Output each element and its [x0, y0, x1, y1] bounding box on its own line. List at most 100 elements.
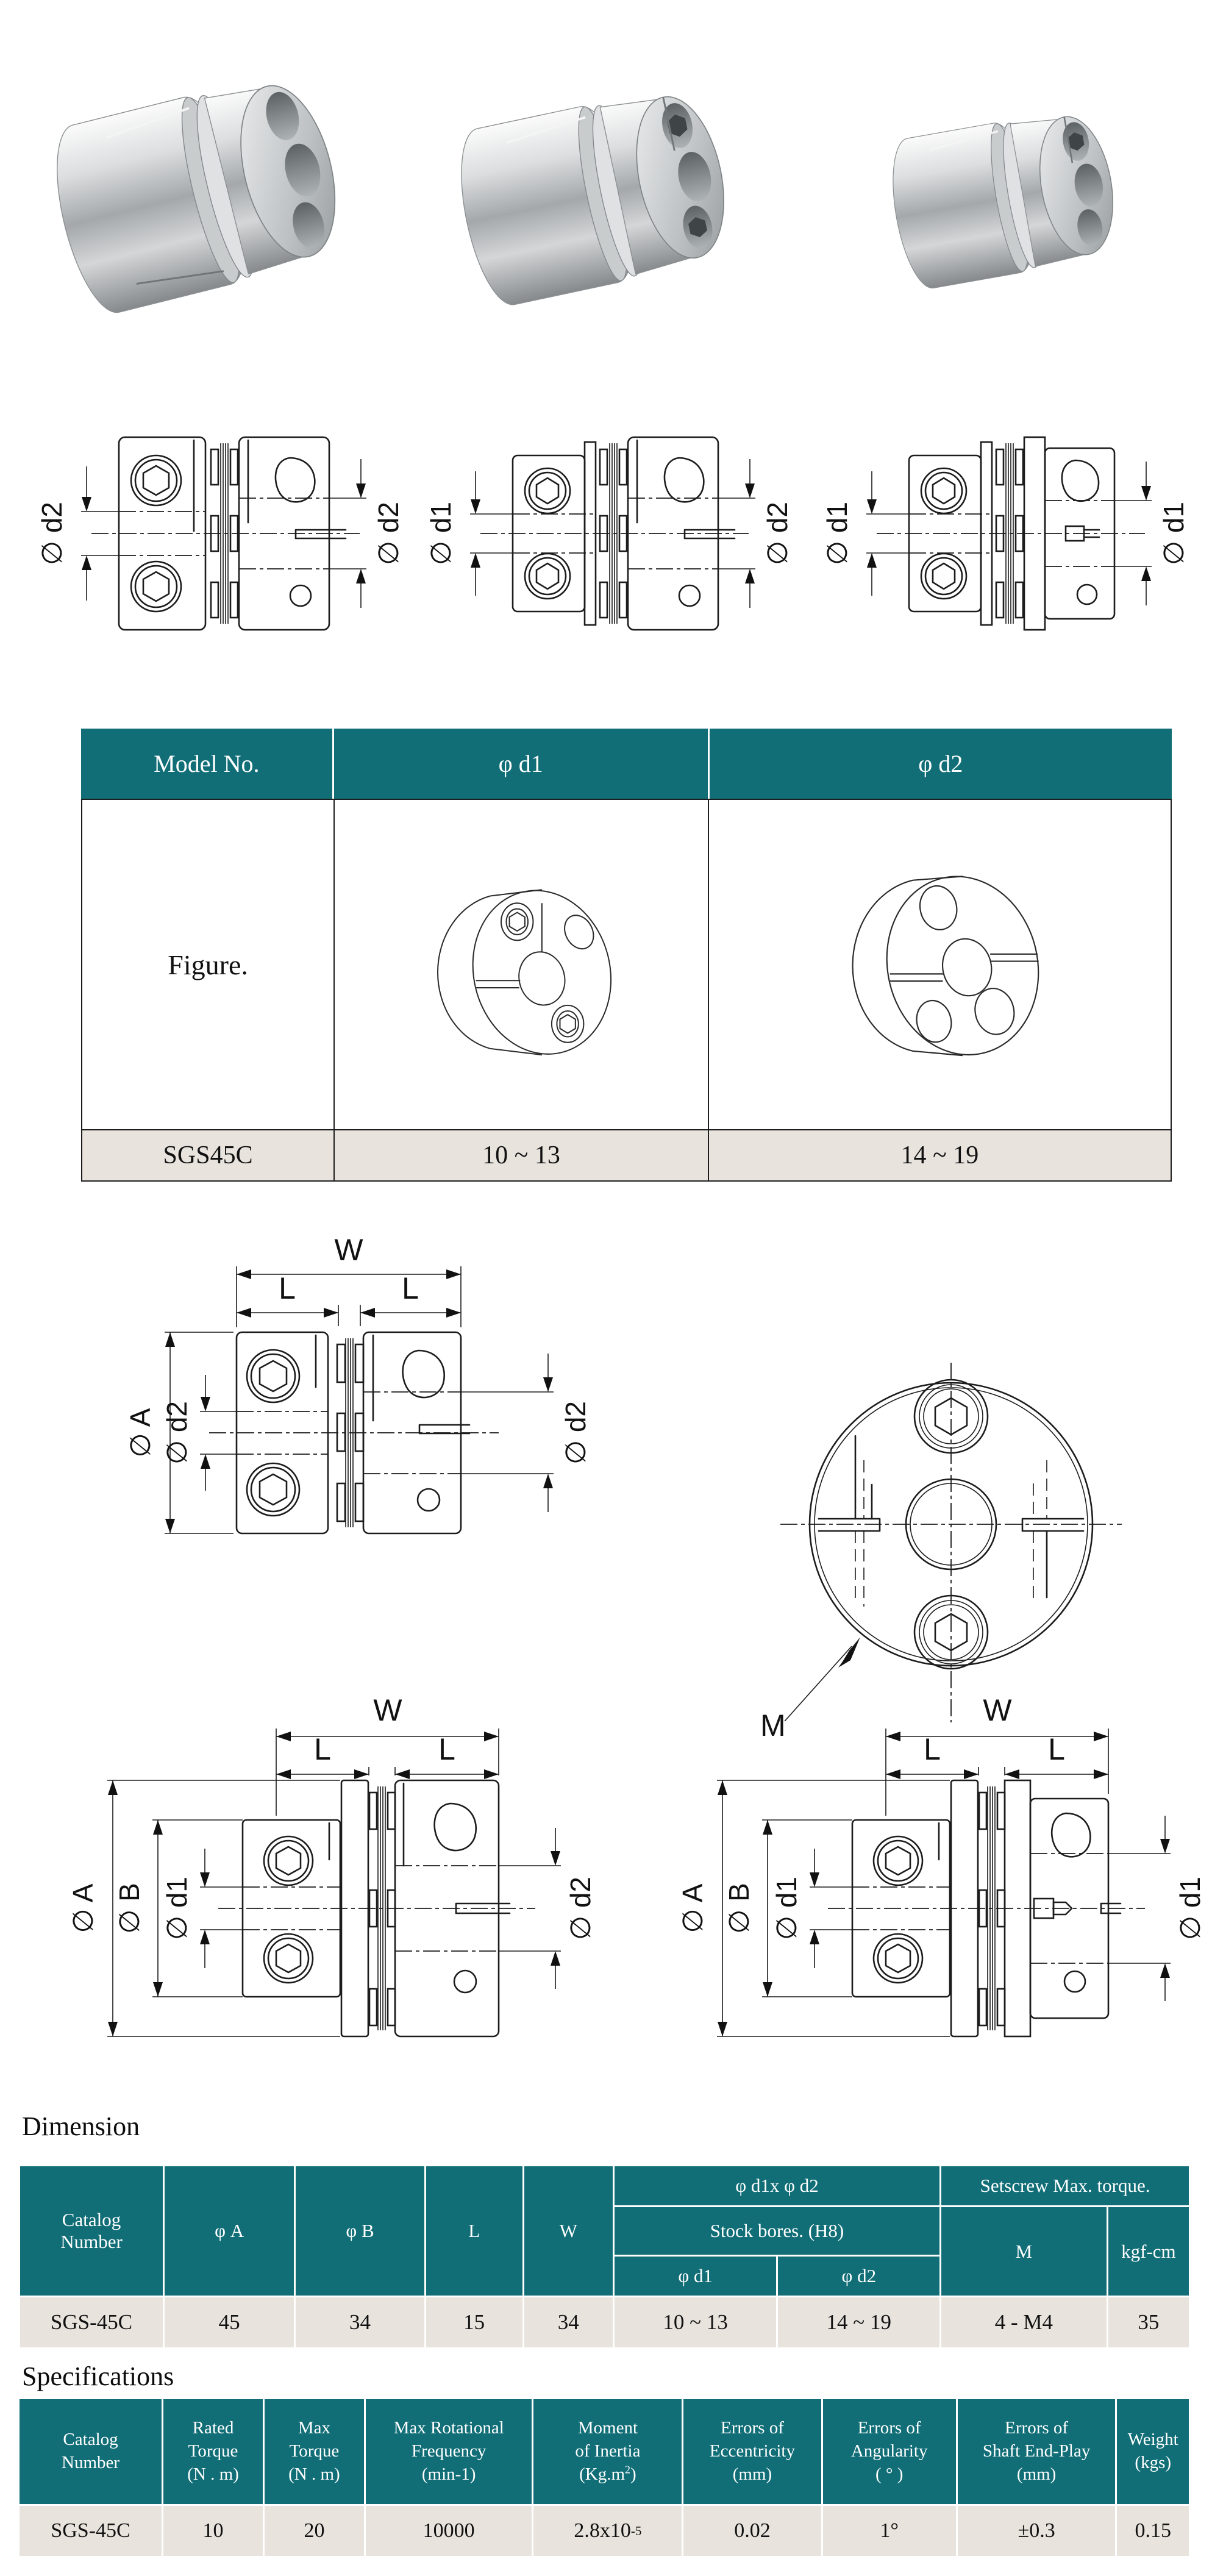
bore-label-right: ∅ d2 — [373, 502, 404, 565]
cell-d2-range: 14 ~ 19 — [778, 2297, 940, 2347]
hex-socket-icon — [535, 477, 560, 505]
phi-d2-right-dimension: ∅ d2 — [461, 1354, 591, 1512]
cell-phi-a: 45 — [165, 2297, 294, 2347]
header-catalog-number: Catalog Number — [20, 2166, 163, 2296]
clamp-slits — [818, 1435, 1085, 1607]
3d-coupling-photo-right — [893, 116, 1114, 289]
hex-socket-icon — [688, 217, 707, 238]
cell-m: 4 - M4 — [941, 2297, 1107, 2347]
front-face — [886, 876, 1039, 1056]
header-line: Angularity — [850, 2441, 928, 2461]
header-line: Catalog — [62, 2209, 121, 2231]
header-line: Weight — [1127, 2430, 1178, 2450]
bore-label-left: ∅ d1 — [425, 502, 457, 565]
keyway-slot — [455, 1902, 511, 1914]
header-line: (Kg.m2) — [579, 2463, 636, 2484]
w-label: W — [373, 1693, 402, 1727]
w-label: W — [983, 1693, 1012, 1727]
d1-range-cell: 10 ~ 13 — [333, 1129, 708, 1180]
cell-catalog: SGS-45C — [20, 2297, 163, 2347]
header-line: Torque — [289, 2441, 340, 2461]
phi-d1-right-label: ∅ d1 — [1174, 1877, 1206, 1940]
hex-socket-icon — [508, 912, 526, 932]
phi-b-dimension: ∅ B — [723, 1819, 852, 1997]
cell-moment-of-inertia: 2.8x10-5 — [533, 2506, 682, 2556]
center-bore — [942, 938, 993, 997]
phi-a-label: ∅ A — [677, 1883, 708, 1933]
l-dimensions: L L — [276, 1732, 499, 1779]
cell-kgf: 35 — [1108, 2297, 1189, 2347]
hex-socket-icon — [934, 1613, 968, 1652]
model-table-body: Figure. — [81, 799, 1172, 1182]
center-bore — [518, 951, 566, 1006]
d2-range-cell: 14 ~ 19 — [707, 1129, 1171, 1180]
hex-socket-icon — [559, 1013, 576, 1034]
header-m: M — [941, 2207, 1107, 2296]
header-max-rotational-frequency: Max Rotational Frequency (min-1) — [365, 2399, 532, 2504]
w-dimension: W — [885, 1693, 1109, 1816]
l-dimensions: L L — [886, 1732, 1108, 1779]
header-line: Number — [62, 2453, 120, 2472]
right-hub — [394, 1779, 511, 2038]
header-phi-b: φ B — [296, 2166, 424, 2296]
teardrop-cutout — [433, 1802, 477, 1852]
header-line: (mm) — [732, 2464, 772, 2484]
iso-line-drawing-d2-hub — [852, 876, 1039, 1057]
right-bore-dimension: ∅ d2 — [329, 459, 404, 608]
hex-socket-icon — [142, 571, 170, 602]
hex-socket-icon — [258, 1360, 288, 1393]
header-line: Errors of — [1005, 2418, 1069, 2438]
phi-d1-label: ∅ d1 — [161, 1877, 193, 1940]
header-errors-angularity: Errors of Angularity ( ° ) — [822, 2399, 956, 2504]
header-w: W — [524, 2166, 613, 2296]
header-line: (N . m) — [187, 2464, 239, 2484]
header-line: Catalog — [63, 2430, 118, 2450]
clamp-slot-right — [990, 953, 1039, 962]
phi-d2-inner-dimension: ∅ d2 — [161, 1375, 237, 1491]
phi-d2-right-dimension: ∅ d2 — [499, 1828, 596, 1989]
w-dimension: W — [236, 1233, 462, 1327]
figure-cell-d1 — [333, 800, 708, 1129]
left-bore-dimension: ∅ d1 — [425, 471, 513, 596]
hex-socket-icon — [934, 1397, 968, 1436]
right-hub — [1003, 1779, 1122, 2038]
disc-pack — [336, 1338, 365, 1527]
bore-label-right: ∅ d2 — [761, 502, 793, 565]
left-hub — [118, 436, 207, 631]
header-phi-a: φ A — [165, 2166, 294, 2296]
cell-d1-range: 10 ~ 13 — [614, 2297, 777, 2347]
figure-row-label: Figure. — [168, 949, 248, 980]
bottom-screw — [913, 1594, 989, 1670]
col-header-d1: φ d1 — [333, 729, 708, 799]
superscript: 2 — [625, 2463, 631, 2476]
header-line: Torque — [188, 2441, 238, 2461]
l-label-left: L — [279, 1271, 296, 1305]
keyway-slot — [294, 529, 347, 540]
cell-max-torque: 20 — [264, 2506, 364, 2556]
header-l: L — [426, 2166, 522, 2296]
left-hub — [908, 441, 993, 626]
rear-rim — [852, 879, 914, 1052]
hex-socket-icon — [932, 477, 956, 505]
phi-d1-dimension: ∅ d1 — [771, 1849, 852, 1968]
cell-angularity: 1° — [822, 2506, 956, 2556]
phi-b-label: ∅ B — [723, 1883, 755, 1934]
header-kgf-cm: kgf-cm — [1108, 2207, 1189, 2296]
hex-socket-icon — [932, 562, 956, 590]
header-d2: φ d2 — [778, 2257, 940, 2296]
header-d1: φ d1 — [614, 2257, 777, 2296]
figure-cell-d2 — [707, 800, 1171, 1129]
phi-d2-right-label: ∅ d2 — [565, 1877, 596, 1940]
cell-end-play: ±0.3 — [957, 2506, 1116, 2556]
hex-socket-icon — [885, 1943, 911, 1974]
header-line: of Inertia — [575, 2441, 641, 2461]
header-errors-shaft-end-play: Errors of Shaft End-Play (mm) — [957, 2399, 1116, 2504]
left-bore-dimension: ∅ d2 — [36, 466, 119, 601]
hex-socket-icon — [885, 1846, 911, 1876]
header-line: ( ° ) — [875, 2464, 904, 2484]
model-table-header: Model No. φ d1 φ d2 — [81, 729, 1172, 799]
right-bore-dimension: ∅ d2 — [718, 459, 793, 608]
phi-d2-inner-label: ∅ d2 — [161, 1401, 193, 1465]
model-table: Model No. φ d1 φ d2 Figure. — [81, 729, 1172, 1182]
side-view-d1xd1: ∅ d1 ∅ d1 — [821, 436, 1189, 631]
